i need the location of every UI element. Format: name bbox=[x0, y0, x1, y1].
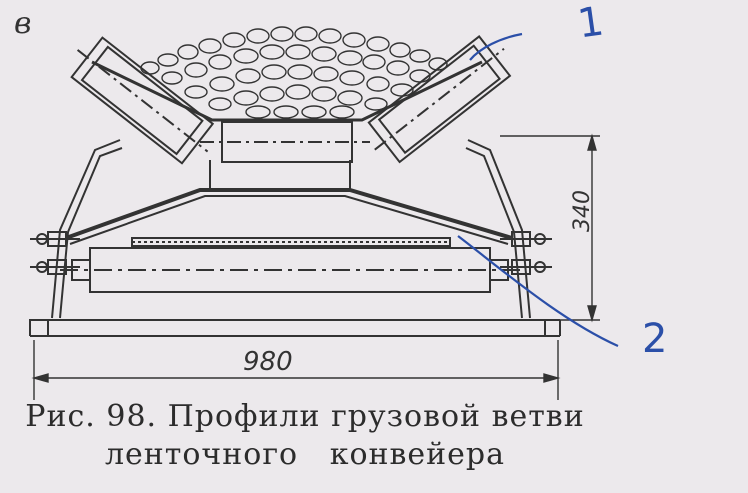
width-dimension-label: 980 bbox=[243, 347, 293, 377]
leader-line-2 bbox=[457, 235, 619, 348]
left-support bbox=[30, 139, 123, 319]
left-inclined-roller bbox=[70, 36, 215, 165]
trough-frame bbox=[65, 160, 513, 245]
dimension-340-line bbox=[500, 133, 600, 323]
right-inclined-roller bbox=[367, 35, 512, 164]
caption-line-1: Рис. 98. Профили грузовой ветви bbox=[25, 399, 585, 434]
dimension-980-line bbox=[31, 340, 561, 400]
center-roller bbox=[200, 121, 370, 163]
carrying-belt bbox=[91, 60, 483, 122]
figure-caption: Рис. 98. Профили грузовой ветви ленточно… bbox=[0, 398, 610, 474]
height-dimension-label: 340 bbox=[570, 190, 595, 232]
base-plate bbox=[29, 319, 561, 337]
return-roller bbox=[60, 247, 520, 293]
caption-line-2: ленточного конвейера bbox=[104, 437, 506, 472]
handwritten-label-2: 2 bbox=[642, 316, 668, 362]
leader-line-1 bbox=[469, 32, 523, 61]
subfigure-letter: в bbox=[14, 6, 32, 41]
return-belt bbox=[131, 237, 451, 247]
bulk-material bbox=[140, 26, 448, 119]
